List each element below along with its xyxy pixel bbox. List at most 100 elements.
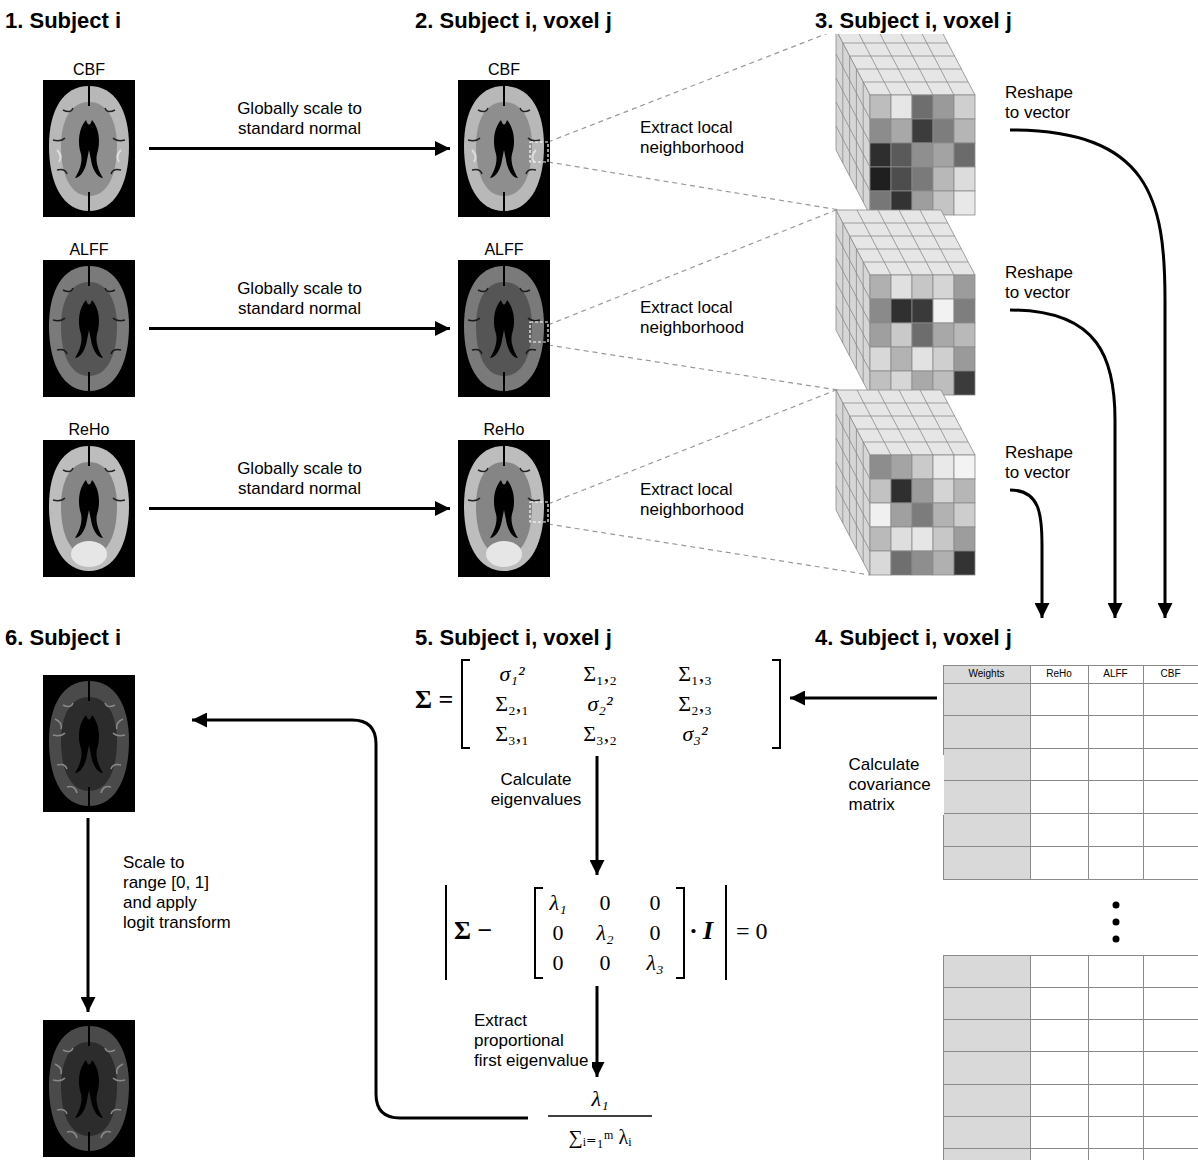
brain-image xyxy=(458,440,550,577)
process-arrow xyxy=(149,327,450,330)
neighborhood-cube xyxy=(891,143,912,167)
neighborhood-cube xyxy=(954,275,975,299)
table-grid xyxy=(943,955,1030,1160)
reshape-arrow xyxy=(1010,130,1165,618)
neighborhood-cube xyxy=(933,143,954,167)
arrow-label: Extract proportional first eigenvalue xyxy=(474,1011,592,1071)
step-label: Scale to range [0, 1] and apply logit tr… xyxy=(123,853,232,933)
math-term: 0 xyxy=(583,949,627,977)
panel-heading: 1. Subject i xyxy=(5,8,121,34)
math-term: λ₂ xyxy=(583,919,627,947)
brain-slice xyxy=(458,440,550,577)
neighborhood-cube xyxy=(933,299,954,323)
math-term: λ₃ xyxy=(633,949,677,977)
math-term: λ₁ xyxy=(536,889,580,917)
brain-image xyxy=(43,80,135,217)
output-brain-map xyxy=(43,675,135,812)
output-brain-map xyxy=(43,1020,135,1157)
math-term: ∑ᵢ₌₁ᵐ λᵢ xyxy=(540,1122,660,1152)
continuation-dots xyxy=(1113,919,1120,926)
neighborhood-cube xyxy=(912,275,933,299)
neighborhood-cube xyxy=(954,347,975,371)
step-label: Reshape to vector xyxy=(1005,83,1083,123)
panel-heading: 6. Subject i xyxy=(5,625,121,651)
arrow-label: Calculate eigenvalues xyxy=(486,770,586,810)
step-label: Reshape to vector xyxy=(1005,443,1083,483)
neighborhood-cube xyxy=(836,30,870,215)
continuation-dots xyxy=(1113,902,1120,943)
math-term: σ₁² xyxy=(482,660,542,688)
neighborhood-cube xyxy=(954,503,975,527)
neighborhood-cube xyxy=(870,299,891,323)
brain-slice xyxy=(43,80,135,217)
determinant-bar xyxy=(446,885,726,980)
neighborhood-cube xyxy=(912,143,933,167)
process-arrow xyxy=(790,697,937,700)
neighborhood-cube xyxy=(836,390,870,575)
brain-map: ReHo xyxy=(458,420,552,577)
process-arrow xyxy=(596,986,599,1077)
neighborhood-cube xyxy=(891,275,912,299)
voxel-box xyxy=(530,142,548,162)
neighborhood-cube xyxy=(933,551,954,575)
modality-label: ALFF xyxy=(43,240,135,260)
neighborhood-cube xyxy=(933,323,954,347)
neighborhood-cube xyxy=(954,191,975,215)
neighborhood-cube xyxy=(891,455,912,479)
eigen-equation: Σ −λ₁000λ₂000λ₃· I= 0 xyxy=(440,880,795,980)
neighborhood-cube xyxy=(870,143,891,167)
neighborhood-cube xyxy=(912,299,933,323)
neighborhood-cube xyxy=(912,551,933,575)
table-grid xyxy=(943,665,1198,880)
neighborhood-cube xyxy=(891,347,912,371)
continuation-dots xyxy=(1113,936,1120,943)
neighborhood-cube xyxy=(836,223,870,382)
neighborhood-cube xyxy=(912,167,933,191)
arrow-label: Globally scale to standard normal xyxy=(220,99,380,139)
determinant-bar xyxy=(725,885,727,980)
fraction-bar xyxy=(548,1115,652,1117)
neighborhood-cube xyxy=(891,551,912,575)
math-term: 0 xyxy=(536,949,580,977)
neighborhood-cube xyxy=(891,167,912,191)
math-term: σ₂² xyxy=(570,690,630,718)
neighborhood-cube xyxy=(954,299,975,323)
continuation-dots xyxy=(1113,902,1120,909)
neighborhood-cube xyxy=(891,527,912,551)
neighborhood-cube xyxy=(954,455,975,479)
step-label: Extract local neighborhood xyxy=(640,480,750,520)
neighborhood-cube xyxy=(836,210,870,395)
eigenvalue-ratio: λ₁∑ᵢ₌₁ᵐ λᵢ xyxy=(535,1082,665,1157)
process-arrow xyxy=(149,507,450,510)
brain-map: CBF xyxy=(458,60,552,217)
neighborhood-cube xyxy=(891,95,912,119)
neighborhood-cube xyxy=(912,455,933,479)
table-grid xyxy=(943,665,1198,880)
math-term: Σ₂,₁ xyxy=(482,690,542,718)
neighborhood-cube xyxy=(912,119,933,143)
voxel-box xyxy=(530,322,548,342)
neighborhood-cube xyxy=(836,210,975,395)
neighborhood-leader xyxy=(548,210,870,395)
neighborhood-cube xyxy=(870,455,891,479)
math-term: Σ₁,₂ xyxy=(570,660,630,688)
process-arrow xyxy=(149,147,450,150)
neighborhood-cube xyxy=(891,119,912,143)
neighborhood-cube xyxy=(954,479,975,503)
modality-label: ALFF xyxy=(458,240,550,260)
neighborhood-cube xyxy=(954,527,975,551)
brain-image xyxy=(458,260,550,397)
neighborhood-cube xyxy=(954,119,975,143)
table-grid xyxy=(943,955,1198,1160)
panel-heading: 3. Subject i, voxel j xyxy=(815,8,1012,34)
math-term: Σ − xyxy=(454,916,492,946)
neighborhood-cube xyxy=(912,95,933,119)
math-term: σ₃² xyxy=(665,720,725,748)
neighborhood-cube xyxy=(870,347,891,371)
math-term: 0 xyxy=(633,889,677,917)
brain-image xyxy=(43,260,135,397)
neighborhood-cube xyxy=(954,371,975,395)
brain-map: ALFF xyxy=(43,240,137,397)
